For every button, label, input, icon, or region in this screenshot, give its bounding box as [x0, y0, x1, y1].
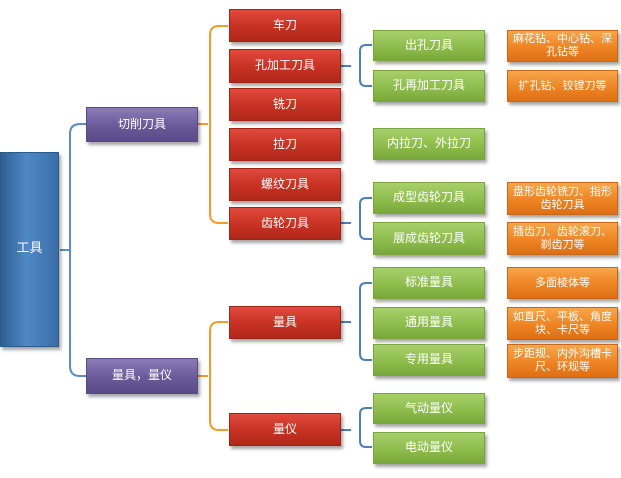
node-special-gauges: 专用量具 — [373, 344, 485, 376]
node-hole-making-tools: 出孔刀具 — [373, 30, 485, 61]
node-hole-remaking-tools: 孔再加工刀具 — [373, 70, 485, 102]
node-broach: 拉刀 — [229, 128, 341, 161]
node-step-gauge: 步距规、内外沟槽卡尺、环规等 — [507, 344, 618, 378]
node-drills: 麻花钻、中心钻、深孔钻等 — [507, 30, 618, 62]
node-standard-gauges: 标准量具 — [373, 267, 485, 299]
node-disk-gear-cutter: 盘形齿轮铣刀、指形齿轮刀具 — [507, 182, 618, 215]
node-root-tools: 工具 — [0, 152, 59, 347]
node-measuring-tools: 量具，量仪 — [86, 358, 198, 394]
node-gear-shaper-cutters: 插齿刀、齿轮滚刀、剃齿刀等 — [507, 222, 618, 255]
node-general-gauges: 通用量具 — [373, 307, 485, 339]
node-gear-tools: 齿轮刀具 — [229, 207, 341, 240]
node-hole-tools: 孔加工刀具 — [229, 49, 341, 83]
node-ruler-etc: 如直尺、平板、角度块、卡尺等 — [507, 307, 618, 340]
node-polygon: 多面棱体等 — [507, 267, 618, 299]
node-cutting-tools: 切削刀具 — [86, 107, 198, 142]
node-gauges: 量具 — [229, 306, 341, 339]
node-generating-gear-tools: 展成齿轮刀具 — [373, 222, 485, 255]
node-milling-cutter: 铣刀 — [229, 88, 341, 121]
node-form-gear-tools: 成型齿轮刀具 — [373, 182, 485, 214]
node-thread-tools: 螺纹刀具 — [229, 168, 341, 201]
node-turning-tool: 车刀 — [229, 9, 341, 42]
node-electric-instruments: 电动量仪 — [373, 432, 485, 464]
node-reamers: 扩孔钻、铰镗刀等 — [507, 70, 618, 102]
node-broach-types: 内拉刀、外拉刀 — [373, 128, 485, 160]
node-instruments: 量仪 — [229, 413, 341, 446]
node-pneumatic-instruments: 气动量仪 — [373, 393, 485, 424]
